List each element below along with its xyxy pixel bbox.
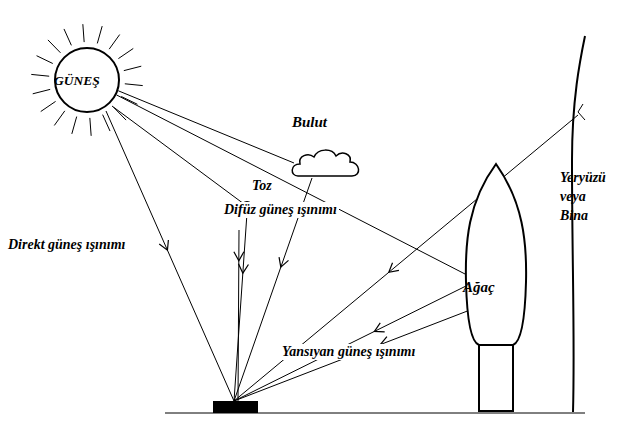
tree-trunk: [479, 345, 513, 411]
sun-ray: [54, 111, 65, 126]
diffuse-radiation-label: Difüz güneş ışınımı: [222, 202, 339, 218]
radiation-ray: [234, 310, 470, 401]
radiation-ray: [234, 285, 468, 401]
sun-ray: [31, 74, 49, 76]
direct-radiation-label: Direkt güneş ışınımı: [6, 237, 127, 253]
reflection-mark: [578, 112, 585, 120]
sun-ray: [124, 66, 141, 70]
node-text: Ağaç: [463, 279, 495, 296]
sun-ray: [41, 101, 56, 111]
radiation-ray: [234, 115, 578, 401]
node-text: GÜNEŞ: [54, 72, 100, 89]
arrowhead: [238, 264, 248, 273]
arrowhead: [279, 257, 288, 267]
arrowhead: [389, 263, 399, 273]
radiation-ray: [112, 106, 244, 204]
sun-ray: [72, 117, 77, 134]
reflection-mark: [578, 104, 583, 112]
cloud-shape: Bulut: [290, 112, 366, 180]
radiation-ray: [106, 111, 234, 401]
receiver-surface: [213, 401, 258, 413]
arrowhead: [374, 323, 384, 332]
dust-label: Toz: [250, 178, 274, 194]
sun-disc: [55, 48, 119, 112]
sun-ray: [33, 89, 50, 93]
building-outline: [572, 36, 585, 412]
radiation-ray: [118, 91, 294, 163]
arrowhead: [234, 252, 244, 261]
sun-circle: GÜNEŞ: [54, 47, 120, 113]
cloud-outline: [292, 150, 358, 176]
sun-ray: [118, 48, 133, 58]
radiation-ray: [238, 230, 239, 401]
sun-ray: [90, 118, 91, 136]
surface-label: Yeryüzü veya Bina: [558, 168, 618, 225]
sun-ray: [97, 26, 102, 43]
radiation-ray: [234, 213, 247, 401]
sun-ray: [125, 84, 143, 86]
radiation-ray: [116, 95, 466, 275]
arrowhead: [159, 240, 168, 250]
tree-crown: [466, 164, 526, 345]
sun-ray: [37, 56, 53, 64]
sun-ray: [48, 40, 61, 53]
sun-ray: [109, 35, 120, 50]
sun-ray: [64, 29, 71, 45]
reflected-radiation-label: Yansıyan güneş ışınımı: [280, 344, 417, 360]
node-text: Bulut: [292, 114, 327, 131]
sun-ray: [83, 24, 84, 42]
tree-shape: Ağaç: [463, 162, 529, 412]
